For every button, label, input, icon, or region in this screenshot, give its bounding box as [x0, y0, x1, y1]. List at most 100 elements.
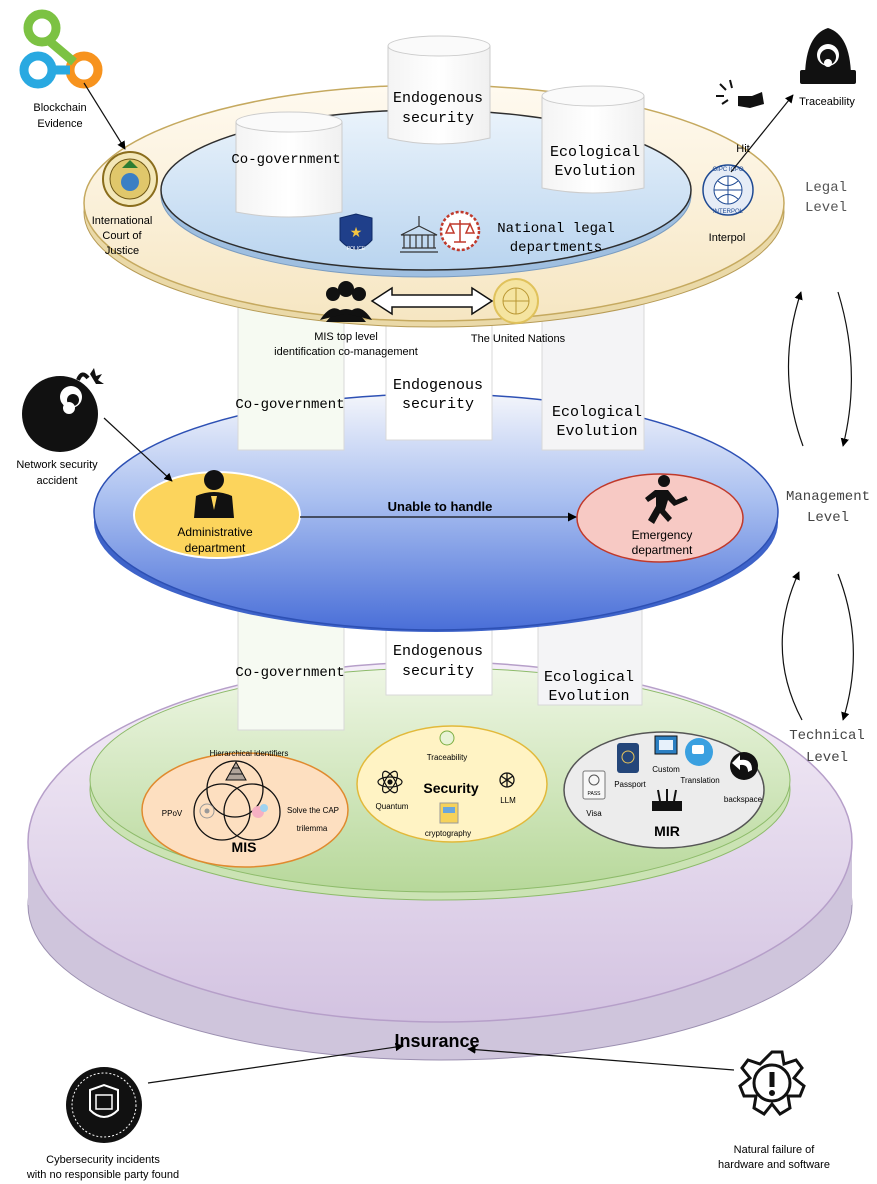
- tech-endogenous-label-2: security: [402, 663, 474, 680]
- mgmt-cogov-label: Co-government: [235, 397, 344, 413]
- svg-text:INTERPOL: INTERPOL: [713, 209, 744, 215]
- mir-title: MIR: [654, 823, 680, 839]
- icj-label-2: Court of: [102, 230, 142, 242]
- router-icon: [652, 789, 682, 811]
- sec-title: Security: [423, 780, 478, 796]
- tech-to-mgmt-arrow: [781, 571, 803, 721]
- mis-cap-label-2: trilemma: [297, 824, 328, 833]
- admin-label-2: department: [185, 541, 246, 555]
- svg-text:POLICE: POLICE: [347, 246, 366, 252]
- mgmt-ecological-label-2: Evolution: [556, 423, 637, 440]
- united-nations-icon: [493, 278, 539, 324]
- llm-icon: [499, 772, 515, 788]
- emergency-department-node: [576, 473, 744, 563]
- blockchain-label-1: Blockchain: [33, 102, 86, 114]
- icj-label-3: Justice: [105, 245, 139, 257]
- business-person-icon: [194, 470, 234, 518]
- blockchain-icon: [19, 9, 103, 89]
- mis-cap-label-1: Solve the CAP: [287, 806, 339, 815]
- interpol-to-hacker-arrow: [730, 94, 794, 173]
- mis-ppov-label: PPoV: [162, 809, 183, 818]
- passport-icon: [617, 743, 639, 773]
- police-badge-icon: ★ POLICE: [339, 213, 373, 252]
- mgmt-level-label-1: Management: [786, 489, 870, 505]
- legal-endogenous-label-1: Endogenous: [393, 90, 483, 107]
- punch-fist-icon: [716, 79, 764, 108]
- un-label: The United Nations: [471, 333, 566, 345]
- network-node-icon: [199, 803, 215, 819]
- tech-cogov-label: Co-government: [235, 665, 344, 681]
- sec-crypto-label: cryptography: [425, 829, 471, 838]
- technical-layer: [27, 661, 853, 1061]
- cyber-incident-icon: [66, 1067, 142, 1143]
- running-person-icon: [645, 475, 688, 524]
- tech-ecological-label-2: Evolution: [548, 688, 629, 705]
- mis-top-label-2: identification co-management: [274, 346, 418, 358]
- mgmt-to-tech-arrow: [837, 573, 854, 721]
- mis-hier-label: Hierarchical identifiers: [210, 749, 289, 758]
- government-building-icon: [400, 216, 438, 253]
- accident-label-2: accident: [37, 475, 78, 487]
- custom-screen-icon: [654, 735, 678, 755]
- mis-title: MIS: [232, 839, 257, 855]
- mgmt-endogenous-label-2: security: [402, 396, 474, 413]
- legal-to-mgmt-arrow: [837, 291, 852, 447]
- connector-arrows: [83, 82, 854, 1084]
- icj-seal-icon: [102, 151, 158, 207]
- interpol-emblem-icon: OIPC ICPO INTERPOL: [702, 164, 754, 216]
- visa-icon: [582, 770, 606, 800]
- accident-label-1: Network security: [16, 459, 98, 471]
- bomb-icon: [22, 368, 104, 452]
- tech-level-label-1: Technical: [789, 728, 865, 744]
- icj-label-1: International: [92, 215, 153, 227]
- hacker-icon: [800, 28, 856, 84]
- mgmt-level-label-2: Level: [807, 510, 849, 526]
- incident-label-1: Cybersecurity incidents: [46, 1154, 160, 1166]
- incident-to-insurance-arrow: [147, 1042, 404, 1084]
- justice-scale-icon: [439, 210, 481, 252]
- tech-level-label-2: Level: [806, 750, 848, 766]
- gear-to-insurance-arrow: [467, 1045, 735, 1071]
- emergency-label-1: Emergency: [632, 528, 693, 542]
- mis-node: [141, 752, 349, 868]
- mir-custom-label: Custom: [652, 765, 680, 774]
- emergency-label-2: department: [632, 543, 693, 557]
- double-arrow: [370, 286, 494, 316]
- insurance-label: Insurance: [394, 1031, 479, 1051]
- security-node: [356, 725, 548, 843]
- sec-llm-label: LLM: [500, 796, 516, 805]
- mgmt-pillars: [237, 299, 645, 451]
- legal-endogenous-label-2: security: [402, 110, 474, 127]
- tech-endogenous-label-1: Endogenous: [393, 643, 483, 660]
- mir-passport-label: Passport: [614, 780, 646, 789]
- legal-cogov-label: Co-government: [231, 152, 340, 168]
- backspace-icon: [730, 752, 758, 780]
- mir-visa-label: Visa: [586, 809, 602, 818]
- svg-text:OIPC ICPO: OIPC ICPO: [712, 167, 743, 173]
- legal-ecological-label-1: Ecological: [550, 144, 640, 161]
- mgmt-to-legal-arrow: [787, 291, 804, 447]
- mir-translation-label: Translation: [680, 776, 719, 785]
- mir-backspace-label: backspace: [724, 795, 763, 804]
- mir-node: [563, 731, 765, 849]
- mgmt-endogenous-label-1: Endogenous: [393, 377, 483, 394]
- cap-icon: [252, 804, 268, 818]
- tech-ecological-label-1: Ecological: [544, 669, 634, 686]
- blockchain-label-2: Evidence: [37, 118, 82, 130]
- mir-pass-label: PASS: [588, 791, 602, 797]
- natural-failure-label-1: Natural failure of: [734, 1144, 816, 1156]
- mis-top-label-1: MIS top level: [314, 331, 378, 343]
- admin-label-1: Administrative: [177, 525, 253, 539]
- legal-level-label-1: Legal: [805, 180, 847, 196]
- certificate-icon: [439, 802, 459, 824]
- hit-label: Hit: [736, 143, 749, 155]
- blockchain-to-icj-arrow: [83, 82, 126, 150]
- sec-quantum-label: Quantum: [376, 802, 409, 811]
- mis-venn: [193, 760, 281, 841]
- unable-label: Unable to handle: [388, 499, 493, 514]
- interpol-label: Interpol: [709, 232, 746, 244]
- people-group-icon: [320, 281, 372, 322]
- legal-level-label-2: Level: [805, 200, 847, 216]
- legal-ecological-label-2: Evolution: [554, 163, 635, 180]
